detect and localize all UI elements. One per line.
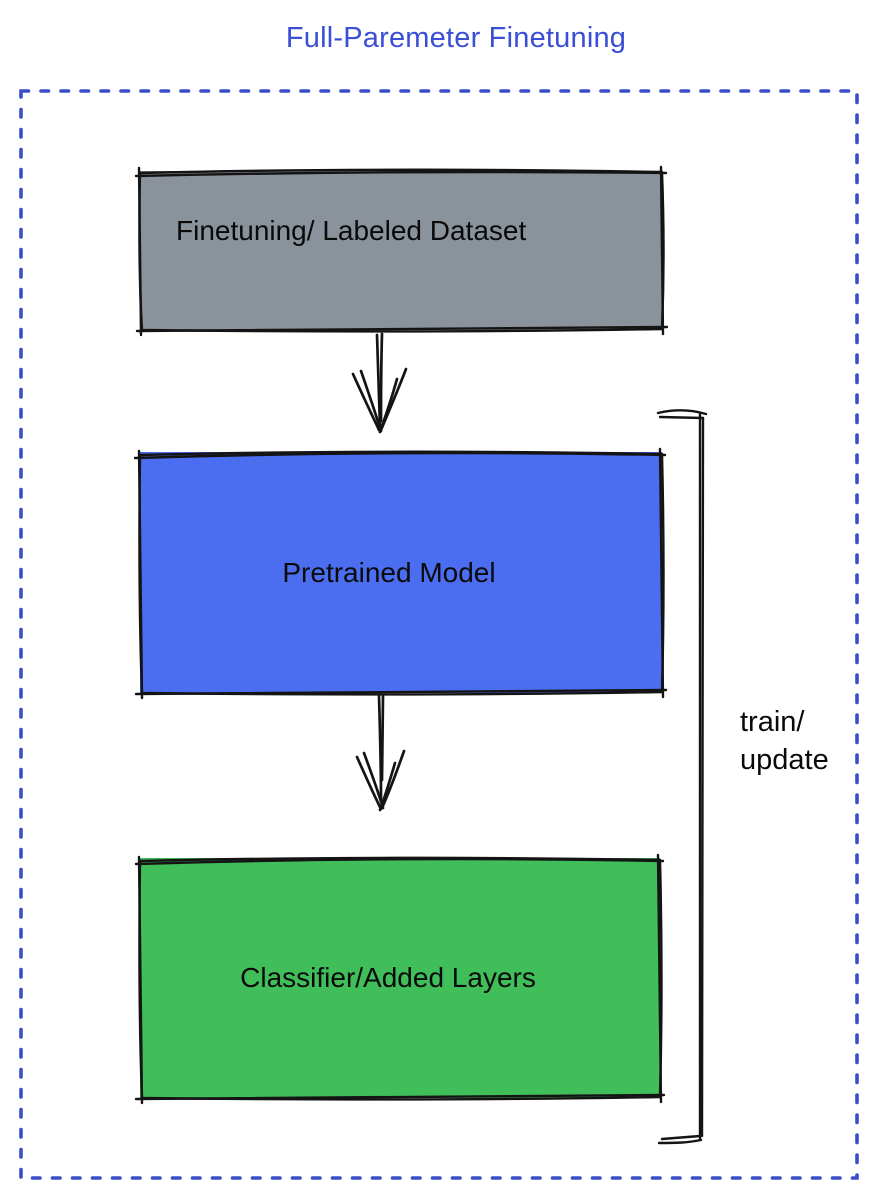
dataset-box: Finetuning/ Labeled Dataset [134, 165, 668, 337]
classifier-box: Classifier/Added Layers [134, 853, 666, 1105]
bracket-label: train/ update [740, 703, 829, 779]
train-update-bracket [656, 409, 708, 1145]
diagram-title: Full-Paremeter Finetuning [285, 22, 627, 54]
pretrained-model-box: Pretrained Model [134, 447, 668, 700]
bracket-label-line2: update [740, 744, 829, 776]
pretrained-model-label: Pretrained Model [282, 556, 496, 588]
dataset-box-label: Finetuning/ Labeled Dataset [176, 215, 527, 246]
bracket-label-line1: train/ [740, 706, 805, 738]
classifier-box-label: Classifier/Added Layers [240, 962, 536, 993]
arrow-dataset-to-pretrained-icon [351, 332, 408, 434]
sketch-border [134, 165, 668, 337]
arrow-pretrained-to-classifier-icon [355, 694, 406, 812]
